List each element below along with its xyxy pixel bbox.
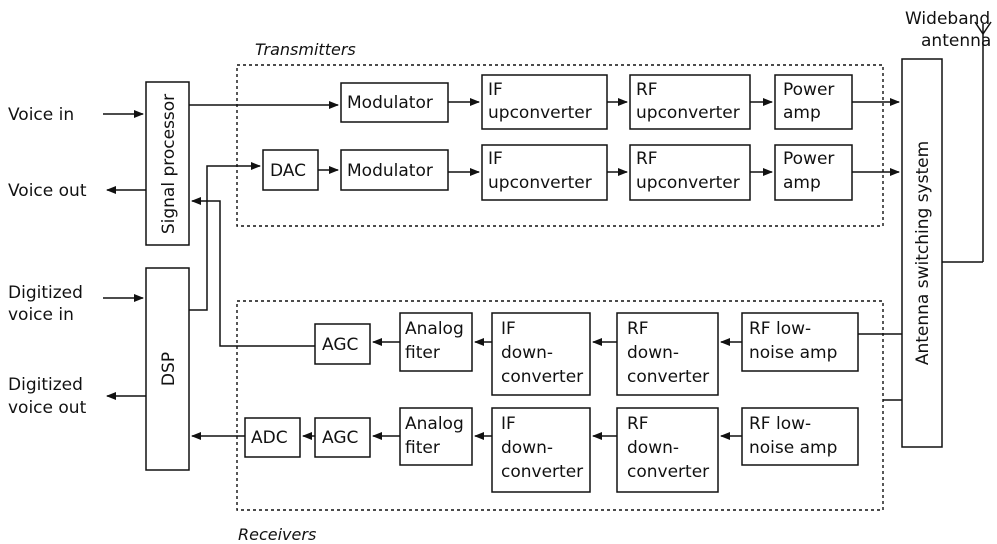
rx1-lna-line1: RF low- [749,319,811,339]
voice-out-label: Voice out [8,181,87,201]
tx1-if-up-line1: IF [488,80,503,100]
receivers-group [236,300,884,511]
digitized-voice-out-label-1: Digitized [8,375,83,395]
tx2-modulator-block [340,149,449,191]
antenna-switching-label: Antenna switching system [913,141,933,365]
rx2-rf-down-line2: down- [627,438,679,458]
rx1-lna-line2: noise amp [749,343,837,363]
rx1-agc-block [314,323,371,365]
tx1-modulator-label: Modulator [347,93,433,113]
rx2-if-down-line2: down- [501,438,553,458]
rx1-rf-down-line3: converter [627,367,709,387]
rx2-adc-label: ADC [251,428,288,448]
rx1-if-down-line1: IF [501,319,516,339]
tx1-power-amp-line2: amp [783,103,821,123]
rx2-if-downconverter-block [491,407,591,493]
rx2-agc-block [314,417,371,458]
antenna-label-line2: antenna [921,31,991,51]
tx1-rf-up-line2: upconverter [636,103,740,123]
voice-in-label: Voice in [8,105,74,125]
digitized-voice-in-label-1: Digitized [8,283,83,303]
tx1-power-amp-line1: Power [783,80,834,100]
rx1-lna-block [741,312,859,372]
rx2-rf-down-line1: RF [627,414,649,434]
dsp-to-dac-arrow [189,162,261,311]
rx2-analog-filter-line2: fiter [405,438,440,458]
rx2-if-down-line3: converter [501,462,583,482]
rx1-if-down-line2: down- [501,343,553,363]
tx1-if-upconverter-block [481,74,608,130]
rx1-rf-down-line2: down- [627,343,679,363]
tx2-if-up-line1: IF [488,149,503,169]
tx2-rf-up-line2: upconverter [636,173,740,193]
tx2-modulator-label: Modulator [347,161,433,181]
dsp-block [145,267,190,471]
receivers-label: Receivers [238,525,316,544]
rx1-agc-label: AGC [322,335,358,355]
tx2-rf-up-line1: RF [636,149,658,169]
rx1-analog-filter-line2: fiter [405,343,440,363]
rx2-lna-block [741,407,859,466]
tx2-if-up-line2: upconverter [488,173,592,193]
rx1-rf-downconverter-block [616,312,719,396]
rx2-rf-down-line3: converter [627,462,709,482]
tx2-rf-upconverter-block [629,144,751,201]
dsp-label: DSP [159,352,179,386]
digitized-voice-in-label-2: voice in [8,305,74,325]
tx1-modulator-block [340,82,449,123]
tx1-if-up-line2: upconverter [488,103,592,123]
rx1-rf-down-line1: RF [627,319,649,339]
antenna-icon [942,21,992,263]
tx1-rf-up-line1: RF [636,80,658,100]
rx2-analog-filter-block [399,407,473,466]
rx2-if-down-line1: IF [501,414,516,434]
signal-processor-block [145,81,190,246]
transmitters-label: Transmitters [255,40,356,59]
rx2-lna-line2: noise amp [749,438,837,458]
digitized-voice-out-label-2: voice out [8,398,87,418]
rx1-if-downconverter-block [491,312,591,396]
rx1-agc-to-sp-arrow [191,197,315,347]
tx2-dac-label: DAC [270,161,306,181]
rx1-if-down-line3: converter [501,367,583,387]
antenna-label-line1: Wideband [905,9,990,29]
signal-processor-label: Signal processor [159,94,179,234]
tx1-rf-upconverter-block [629,74,751,130]
rx2-lna-line1: RF low- [749,414,811,434]
rx2-adc-block [244,417,301,458]
rx2-agc-label: AGC [322,428,358,448]
tx2-power-amp-line1: Power [783,149,834,169]
transmitters-group [236,64,884,227]
rx1-analog-filter-block [399,312,473,372]
antenna-switching-block [901,58,943,448]
rx1-analog-filter-line1: Analog [405,319,464,339]
rx2-analog-filter-line1: Analog [405,414,464,434]
tx2-power-amp-line2: amp [783,173,821,193]
rx2-rf-downconverter-block [616,407,719,493]
